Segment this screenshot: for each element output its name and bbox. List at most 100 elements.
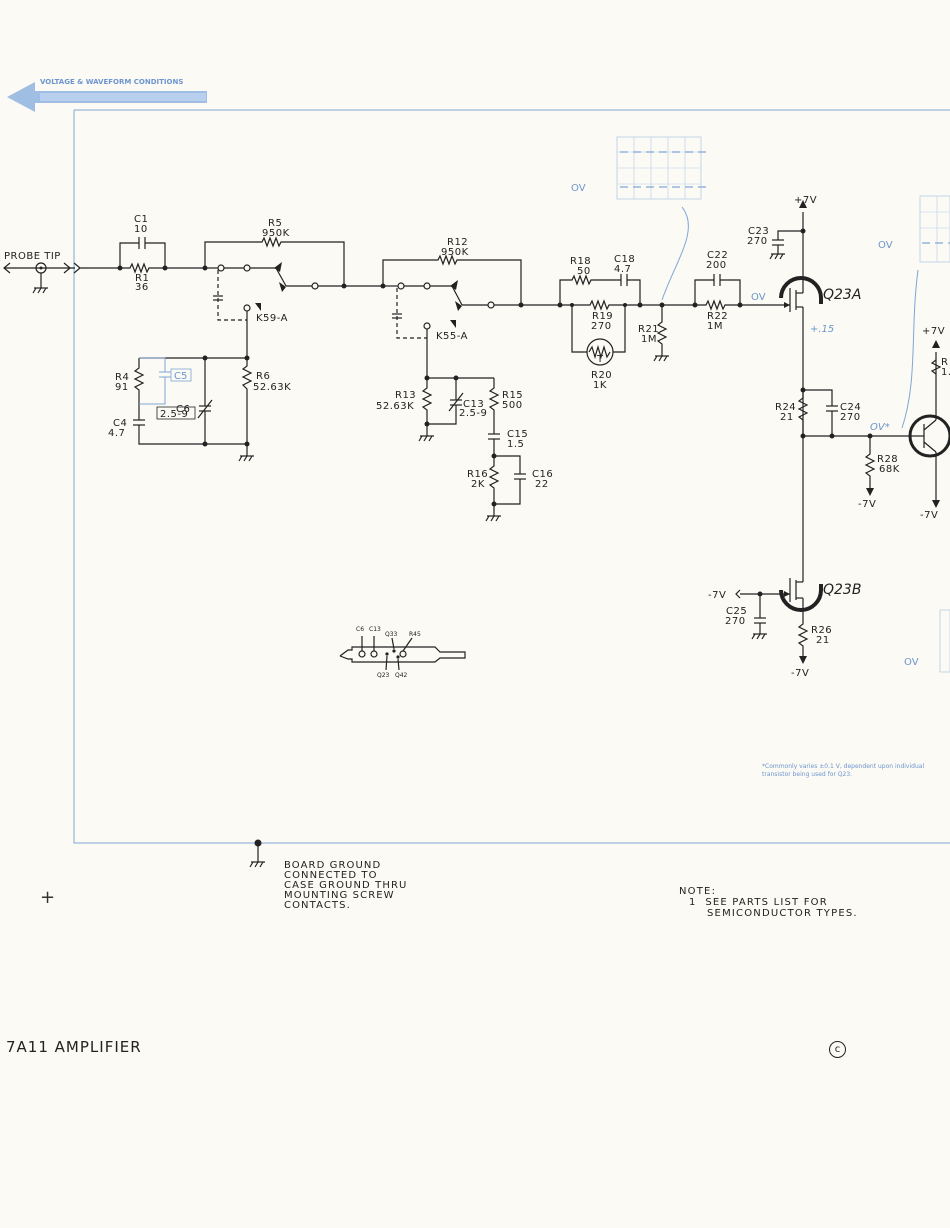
layout-c6: C6: [356, 626, 364, 633]
r20-t-label: T: [596, 354, 604, 365]
q23a-source-voltage: +.15: [810, 324, 834, 335]
component-layout-diagram: [339, 636, 466, 671]
waveform-pointer-1: [661, 206, 689, 301]
board-ground-symbol: [249, 839, 265, 868]
q23a-supply-label: +7V: [794, 195, 817, 206]
copyright-symbol: c: [829, 1041, 846, 1058]
r19-value: 270: [591, 321, 612, 332]
note-title: NOTE:: [679, 886, 717, 897]
output-node-voltage: OV*: [870, 422, 890, 433]
r15-value: 500: [502, 400, 523, 411]
r12-label: R12: [447, 237, 468, 248]
layout-q23: Q23: [377, 672, 390, 679]
r20-label: R20: [591, 370, 612, 381]
r28-value: 68K: [879, 464, 900, 475]
c5-label: C5: [174, 371, 187, 382]
r16-label: R16: [467, 469, 488, 480]
k55-label: K55-A: [436, 331, 468, 342]
q23a-gate-voltage: OV: [751, 292, 766, 303]
r1-label: R1: [135, 273, 149, 284]
r21-value: 1M: [641, 334, 657, 345]
r18-label: R18: [570, 256, 591, 267]
note-line-1: 1 SEE PARTS LIST FOR: [679, 897, 858, 908]
r26-label: R26: [811, 625, 832, 636]
r5-value: 950K: [262, 228, 290, 239]
board-ground-line-5: CONTACTS.: [284, 900, 351, 911]
waveform-graticule-2: [919, 195, 950, 263]
output-resistor-value: 1.: [941, 367, 950, 378]
r24-value: 21: [780, 412, 794, 423]
waveform-2-ov: OV: [878, 240, 893, 251]
r26-value: 21: [816, 635, 830, 646]
registration-mark: +: [40, 887, 56, 908]
r20-value: 1K: [593, 380, 607, 391]
r13-value: 52.63K: [376, 401, 414, 412]
q23a-fet: [769, 200, 823, 582]
r26-supply-label: -7V: [791, 668, 809, 679]
footnote: *Commonly varies ±0.1 V, dependent upon …: [762, 763, 925, 778]
r24-c24-network: [797, 387, 912, 496]
board-ground-line-1: BOARD GROUND: [284, 860, 382, 871]
r22-value: 1M: [707, 321, 723, 332]
q23b-gate-supply: -7V: [708, 590, 726, 601]
r1-value: 36: [135, 282, 149, 293]
output-supply-label: +7V: [922, 326, 945, 337]
header-title: VOLTAGE & WAVEFORM CONDITIONS: [40, 78, 184, 86]
r4-value: 91: [115, 382, 129, 393]
layout-r45: R45: [409, 631, 421, 638]
first-divider-network: [133, 355, 254, 462]
c25-value: 270: [725, 616, 746, 627]
c6-value: 2.5-9: [160, 409, 188, 420]
c15-label: C15: [507, 429, 528, 440]
note-number: 1: [689, 897, 697, 908]
header-arrow: [7, 82, 207, 112]
output-negative-supply: -7V: [920, 510, 938, 521]
r18-r19-r20-network: [557, 274, 695, 366]
c16-value: 22: [535, 479, 549, 490]
c22-label: C22: [707, 250, 728, 261]
c4-value: 4.7: [108, 428, 125, 439]
board-ground-line-4: MOUNTING SCREW: [284, 890, 395, 901]
board-outline: [73, 109, 950, 844]
waveform-graticule-3: [939, 609, 950, 673]
k55-attenuator: [380, 254, 560, 378]
board-ground-note: BOARD GROUND CONNECTED TO CASE GROUND TH…: [284, 861, 407, 911]
note-text-2: SEMICONDUCTOR TYPES.: [707, 908, 858, 919]
c15-value: 1.5: [507, 439, 524, 450]
c24-label: C24: [840, 402, 861, 413]
note-block: NOTE: 1 SEE PARTS LIST FOR SEMICONDUCTOR…: [679, 886, 858, 919]
k59-label: K59-A: [256, 313, 288, 324]
board-ground-line-3: CASE GROUND THRU: [284, 880, 408, 891]
c1-value: 10: [134, 224, 148, 235]
r12-value: 950K: [441, 247, 469, 258]
page-title: 7A11 AMPLIFIER: [6, 1038, 142, 1056]
layout-q33: Q33: [385, 631, 398, 638]
waveform-3-ov: OV: [904, 657, 919, 668]
board-ground-line-2: CONNECTED TO: [284, 870, 378, 881]
r16-value: 2K: [471, 479, 485, 490]
c25-label: C25: [726, 606, 747, 617]
second-divider-network: [418, 375, 526, 522]
r28-label: R28: [877, 454, 898, 465]
c1-label: C1: [134, 214, 148, 225]
q23b-label: Q23B: [823, 582, 861, 598]
c23-value: 270: [747, 236, 768, 247]
k59-attenuator: [202, 236, 383, 358]
r6-label: R6: [256, 371, 270, 382]
waveform-graticule-1: [616, 136, 710, 200]
c16-label: C16: [532, 469, 553, 480]
layout-c13: C13: [369, 626, 381, 633]
c22-r22-network: [692, 274, 790, 311]
r24-label: R24: [775, 402, 796, 413]
probe-tip-label: PROBE TIP: [4, 251, 61, 262]
r13-label: R13: [395, 390, 416, 401]
r4-label: R4: [115, 372, 129, 383]
q23b-fet: [735, 578, 823, 664]
r19-label: R19: [592, 311, 613, 322]
r21-label: R21: [638, 324, 659, 335]
note-text-1: SEE PARTS LIST FOR: [705, 897, 828, 908]
r18-value: 50: [577, 266, 591, 277]
output-transistor: [908, 340, 950, 508]
c23-label: C23: [748, 226, 769, 237]
